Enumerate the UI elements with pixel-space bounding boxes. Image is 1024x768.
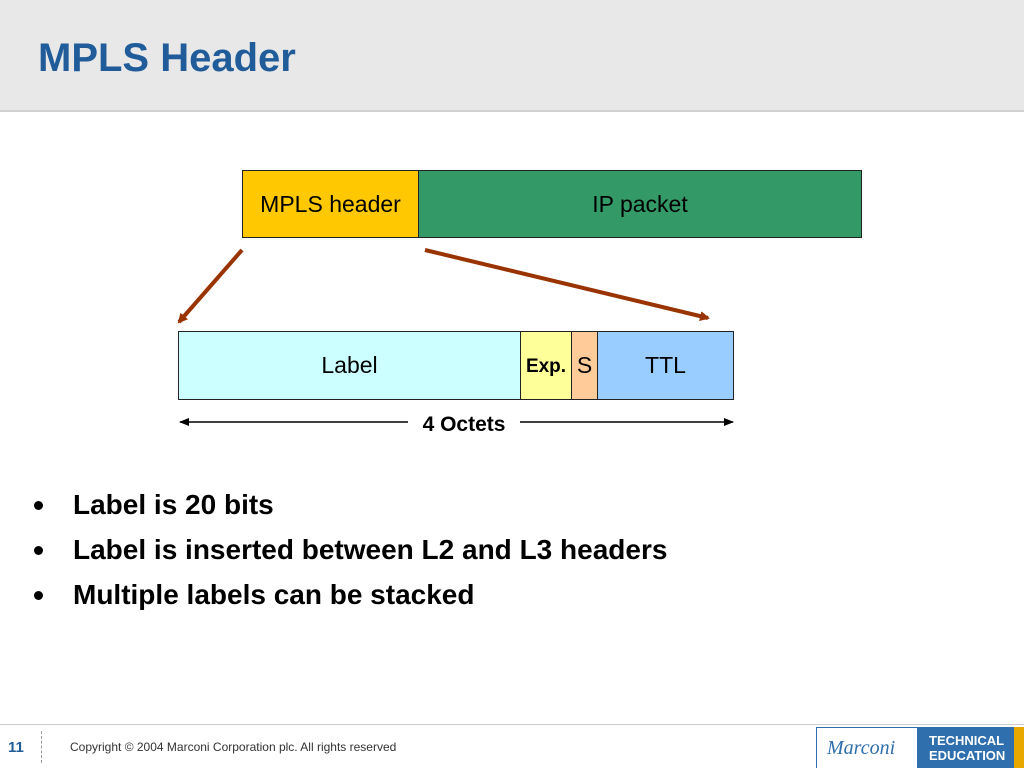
bullet-text: Multiple labels can be stacked [73,579,475,610]
bullet-dot-icon [34,546,43,555]
s-field-text: S [576,352,593,378]
bullet-text: Label is inserted between L2 and L3 head… [73,534,668,565]
expand-arrow-left [177,248,244,324]
bullet-item: Multiple labels can be stacked [30,572,667,617]
footer-divider [41,731,42,763]
ip-packet-label: IP packet [592,190,688,217]
bullet-text: Label is 20 bits [73,489,274,520]
copyright-text: Copyright © 2004 Marconi Corporation plc… [70,740,397,754]
bullet-list: Label is 20 bits Label is inserted betwe… [30,482,667,617]
ttl-field-text: TTL [645,352,686,378]
label-field-text: Label [321,352,378,378]
bullet-item: Label is 20 bits [30,482,667,527]
exp-field-box: Exp. [520,331,572,400]
size-label: 4 Octets [410,412,518,438]
s-field-box: S [571,331,598,400]
expand-arrow-right [424,248,710,321]
mpls-header-box: MPLS header [242,170,419,238]
bullet-dot-icon [34,591,43,600]
mpls-header-label: MPLS header [260,190,401,217]
ip-packet-box: IP packet [418,170,862,238]
logo-text: Marconi [827,737,896,759]
exp-field-text: Exp. [525,356,567,377]
badge-line-1: TECHNICAL [929,733,1005,748]
badge-line-2: EDUCATION [929,748,1006,763]
bullet-dot-icon [34,501,43,510]
marconi-logo: Marconi [816,727,918,768]
footer: 11 Copyright © 2004 Marconi Corporation … [0,724,1024,768]
title-bar: MPLS Header [0,0,1024,112]
label-field-box: Label [178,331,521,400]
bullet-item: Label is inserted between L2 and L3 head… [30,527,667,572]
slide-title: MPLS Header [38,36,296,80]
technical-education-badge: TECHNICAL EDUCATION [918,727,1014,768]
accent-strip [1014,727,1024,768]
ttl-field-box: TTL [597,331,734,400]
page-number: 11 [8,739,24,756]
